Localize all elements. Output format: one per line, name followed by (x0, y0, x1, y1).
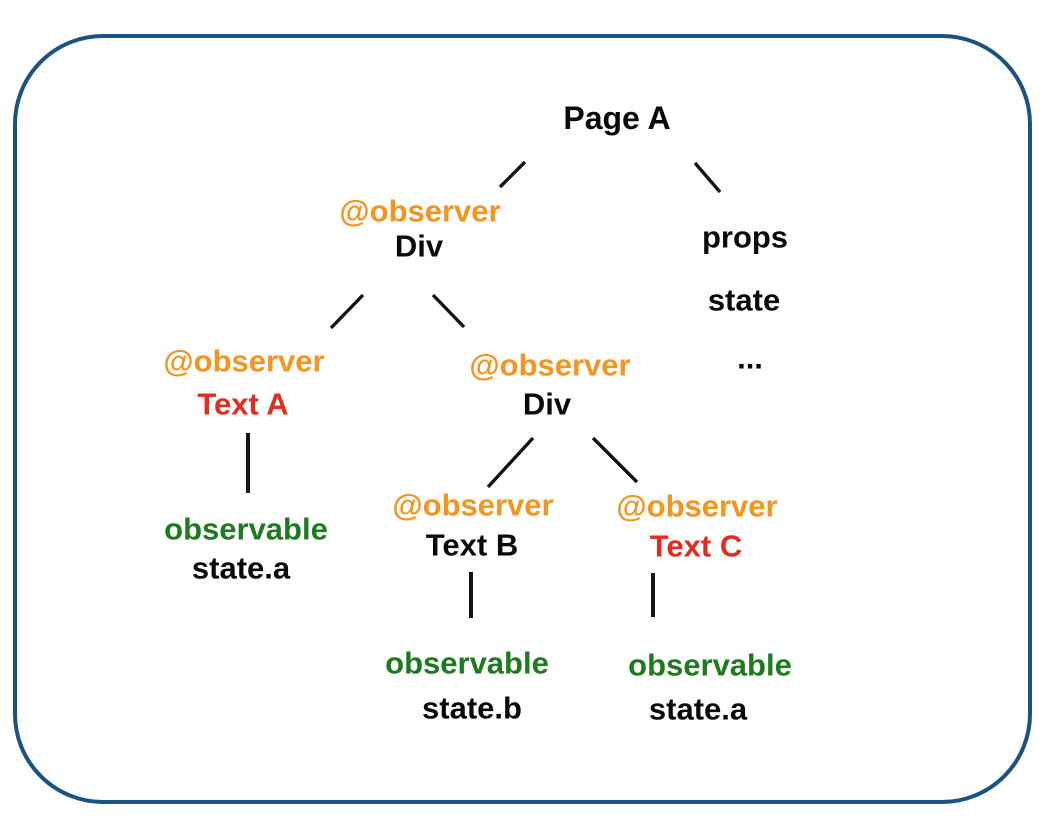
observable-stateb-keyword-label: observable (385, 645, 549, 681)
observer-div1-name-label: Div (394, 228, 444, 264)
edge-pagea-to-props (693, 161, 722, 194)
observer-textb-decorator-label: @observer (392, 487, 554, 523)
observable-statea-left-keyword-label: observable (164, 511, 328, 547)
observer-div2-decorator-label: @observer (469, 347, 631, 383)
observable-statea-right-name-label: state.a (648, 691, 748, 727)
observer-textc-decorator-label: @observer (616, 488, 778, 524)
observer-textb-name-label: Text B (425, 527, 519, 563)
observer-textc-name-label: Text C (649, 528, 743, 564)
edge-div1-to-div2 (431, 293, 466, 329)
edge-pagea-to-div1 (498, 160, 527, 189)
observer-texta-name-label: Text A (197, 386, 289, 422)
edge-div2-to-textc (591, 436, 639, 484)
page-a-label: Page A (563, 100, 671, 136)
edge-div2-to-textb (486, 436, 535, 489)
props-label: props (701, 219, 789, 255)
container-border (13, 34, 1032, 804)
tree-edges (246, 160, 722, 618)
observer-texta-decorator-label: @observer (163, 343, 325, 379)
observer-div1-decorator-label: @observer (339, 193, 501, 229)
observable-statea-right-keyword-label: observable (628, 647, 792, 683)
observer-div2-name-label: Div (522, 386, 572, 422)
ellipsis-label: ... (737, 340, 763, 376)
state-label: state (707, 282, 781, 318)
observable-statea-left-name-label: state.a (191, 550, 291, 586)
edge-div1-to-texta (329, 293, 365, 330)
observable-stateb-name-label: state.b (422, 690, 522, 726)
